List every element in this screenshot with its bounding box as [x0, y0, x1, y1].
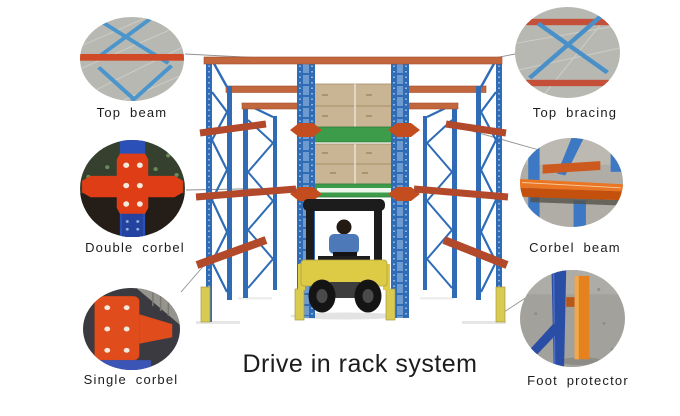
callout-label-top-beam: Top beam	[96, 105, 168, 120]
forklift-mast-left	[306, 205, 314, 265]
single-corbel-photo-art	[83, 288, 180, 370]
top-bracing-photo-art	[515, 7, 620, 98]
double-corbels	[290, 123, 420, 201]
upright-frame-outer-left	[206, 58, 232, 322]
upright-frame-outer-right	[476, 58, 502, 322]
callout-label-corbel-beam: Corbel beam	[529, 240, 621, 255]
callout-label-top-bracing: Top bracing	[532, 105, 618, 120]
diagram-title: Drive in rack system	[242, 350, 478, 378]
single-corbel-photo	[83, 288, 180, 370]
top-bracing-photo	[515, 7, 620, 98]
callout-label-double-corbel: Double corbel	[85, 240, 185, 255]
upright-frame-mid-right	[423, 103, 457, 298]
double-corbel-photo	[80, 140, 185, 237]
forklift	[298, 199, 390, 313]
pallet-loads	[305, 83, 405, 198]
upright-frame-mid-left	[243, 103, 277, 298]
driver-body	[329, 234, 359, 254]
callout-label-single-corbel: Single corbel	[83, 372, 179, 387]
callout-label-foot-protector: Foot protector	[527, 373, 629, 388]
driver-head	[336, 219, 352, 235]
corbel-beam-photo	[520, 138, 623, 227]
forklift-overhead-guard	[303, 199, 385, 211]
top-beam-front	[203, 56, 503, 65]
corbel-beam-photo-art	[520, 138, 623, 227]
ground-shadows	[196, 297, 506, 324]
foot-protectors	[200, 286, 506, 323]
top-beam-photo-art	[80, 17, 184, 101]
foot-protector-photo-art	[520, 270, 625, 367]
top-beam-photo	[80, 17, 184, 101]
corbel-beams	[195, 120, 509, 269]
double-corbel-photo-art	[80, 140, 185, 237]
foot-protector-photo	[520, 270, 625, 367]
forklift-mast-right	[374, 205, 382, 265]
